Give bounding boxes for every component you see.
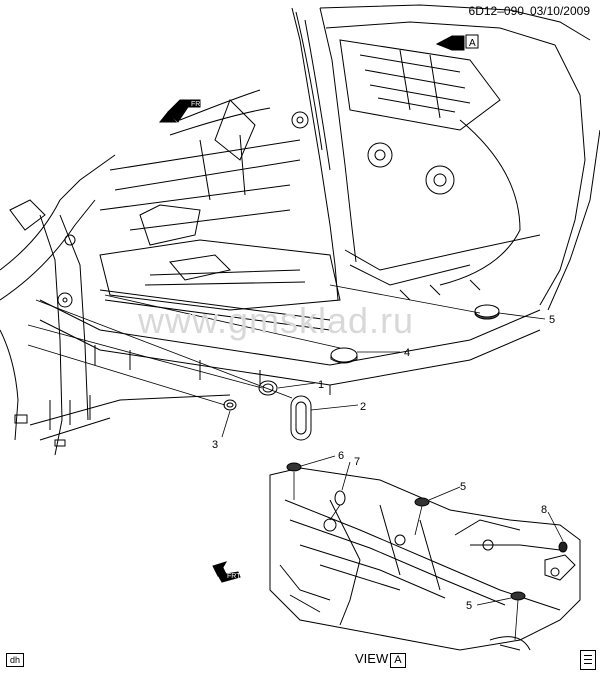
leader-lines	[221, 312, 564, 606]
drawing-date: 03/10/2009	[529, 4, 590, 18]
view-label: VIEW	[355, 651, 389, 666]
corner-code: dh	[6, 653, 25, 667]
view-letter: A	[390, 653, 406, 668]
plug-5-lower	[510, 591, 526, 601]
plug-5-middle	[414, 497, 430, 507]
seal-2	[290, 395, 312, 441]
callout-7: 7	[354, 456, 360, 468]
callout-1: 1	[318, 379, 324, 391]
watermark: www.gmsklad.ru	[138, 300, 415, 341]
callout-3: 3	[212, 439, 218, 451]
plug-4	[330, 347, 358, 364]
callout-numbers: 1 2 3 4 5 5 5 6 7 8	[212, 314, 555, 612]
body-structure-lower	[269, 467, 581, 651]
view-arrow-letter: A	[469, 38, 476, 49]
callout-8: 8	[541, 504, 547, 516]
plug-6	[286, 462, 302, 472]
plug-5-upper	[474, 304, 500, 320]
plug-7	[334, 490, 346, 506]
callout-5-upper: 5	[549, 314, 555, 326]
front-arrow-lower-icon: FRT	[212, 561, 241, 583]
front-arrow-label: FRT	[191, 101, 205, 108]
manual-icon	[580, 650, 596, 670]
front-arrow-lower-label: FRT	[227, 573, 241, 580]
front-arrow-icon: FRT	[158, 99, 205, 123]
callout-2: 2	[360, 401, 366, 413]
drawing-header: 6D12–090 03/10/2009	[463, 4, 590, 18]
view-arrow-icon: A	[435, 34, 479, 51]
body-structure-upper	[0, 4, 600, 456]
plug-3	[223, 399, 237, 411]
plug-8	[558, 541, 568, 553]
plug-1	[258, 380, 278, 396]
callout-5-middle: 5	[460, 481, 466, 493]
callout-4: 4	[404, 347, 410, 359]
callout-6: 6	[338, 450, 344, 462]
callout-5-lower: 5	[466, 600, 472, 612]
alignment-lines	[27, 284, 519, 641]
drawing-code: 6D12–090	[468, 4, 524, 18]
